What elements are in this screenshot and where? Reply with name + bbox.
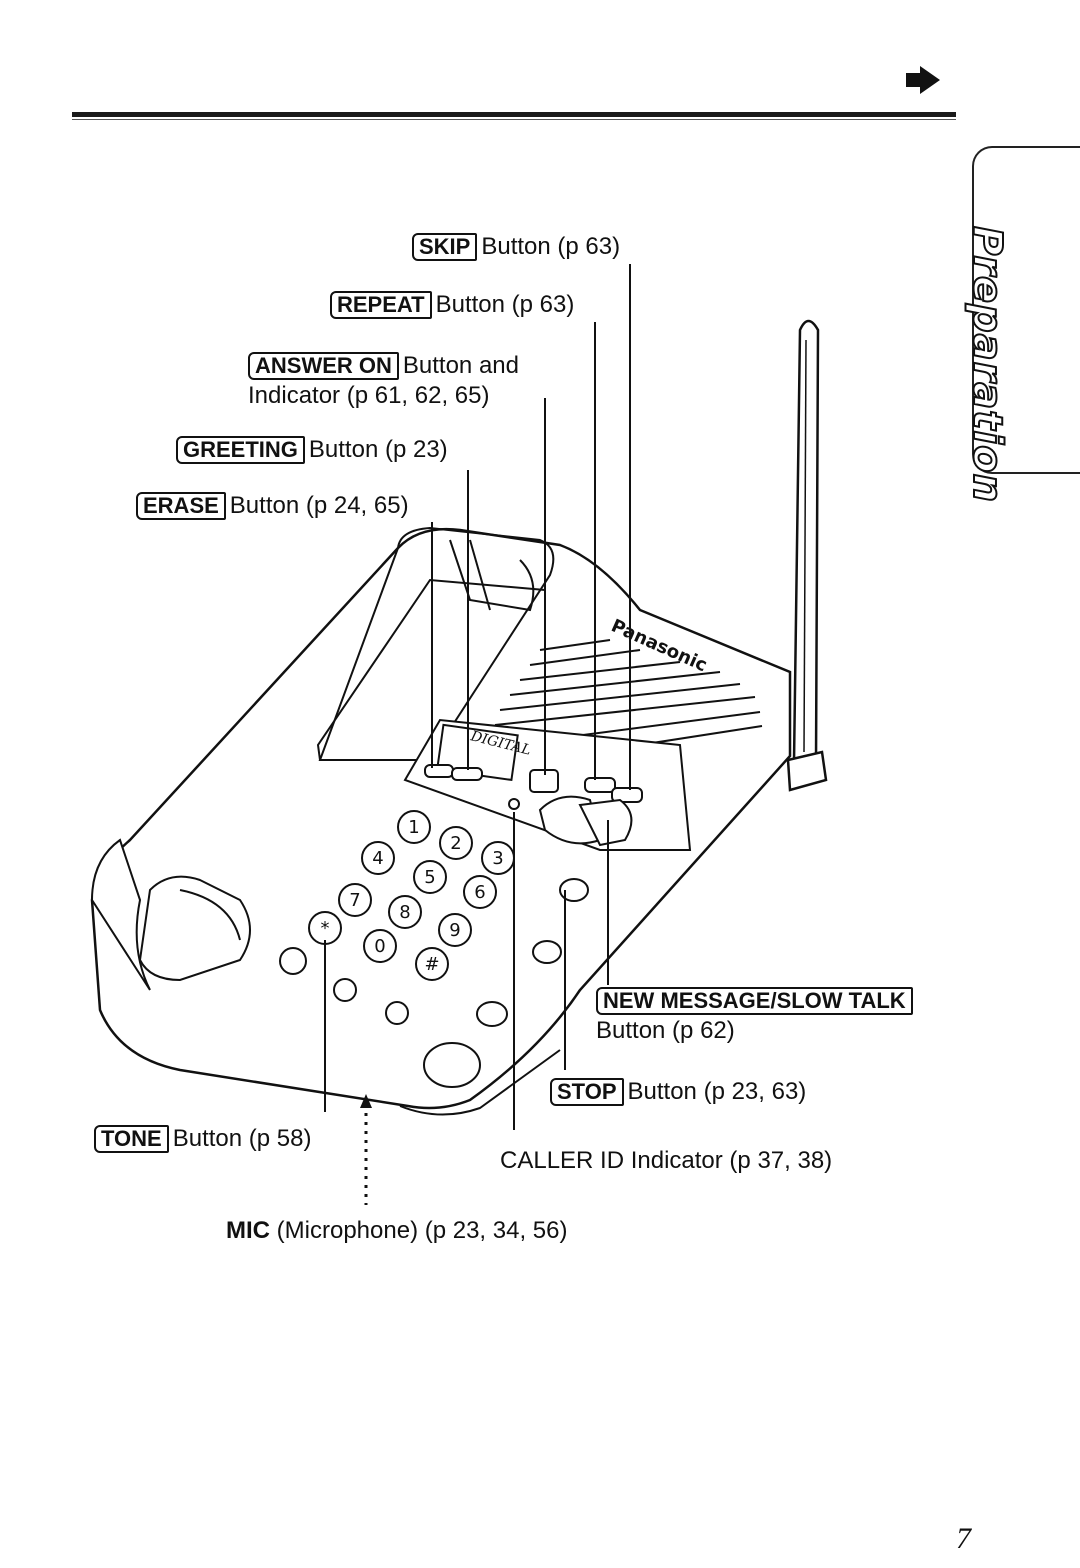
base-body [90, 527, 792, 1116]
page-number: 7 [956, 1522, 971, 1555]
key-5: 5 [424, 867, 435, 888]
answer-on-key-label: ANSWER ON [248, 352, 399, 380]
stop-key-label: STOP [550, 1078, 624, 1106]
key-7: 7 [349, 890, 360, 911]
keypad-labels: 1 2 3 4 5 6 7 8 9 * 0 # [321, 817, 504, 975]
keypad [279, 810, 589, 1088]
callout-caller-id: CALLER ID Indicator (p 37, 38) [500, 1147, 833, 1174]
key-hash: # [424, 954, 439, 975]
handset-cradle [138, 526, 555, 982]
header-rule [72, 112, 956, 117]
key-9: 9 [449, 920, 460, 941]
skip-key-label: SKIP [412, 233, 478, 261]
key-4: 4 [372, 848, 383, 869]
greeting-key-label: GREETING [176, 436, 305, 464]
header-rule-thin [72, 119, 956, 120]
antenna [786, 319, 828, 792]
callout-mic: MIC (Microphone) (p 23, 34, 56) [226, 1217, 568, 1244]
callout-new-message: NEW MESSAGE/SLOW TALK Button (p 62) [596, 986, 917, 1046]
key-8: 8 [399, 902, 410, 923]
erase-key-label: ERASE [136, 492, 226, 520]
continue-arrow-icon [906, 66, 940, 94]
key-0: 0 [374, 936, 385, 957]
mic-arrow-icon [360, 1094, 372, 1108]
key-star: * [321, 918, 330, 939]
tone-key-label: TONE [94, 1125, 169, 1153]
repeat-key-label: REPEAT [330, 291, 432, 319]
key-1: 1 [408, 817, 419, 838]
leader-lines [324, 264, 631, 1205]
key-3: 3 [492, 848, 503, 869]
section-tab [972, 146, 1080, 474]
key-6: 6 [474, 882, 485, 903]
key-2: 2 [450, 833, 461, 854]
new-message-key-label: NEW MESSAGE/SLOW TALK [596, 987, 913, 1015]
